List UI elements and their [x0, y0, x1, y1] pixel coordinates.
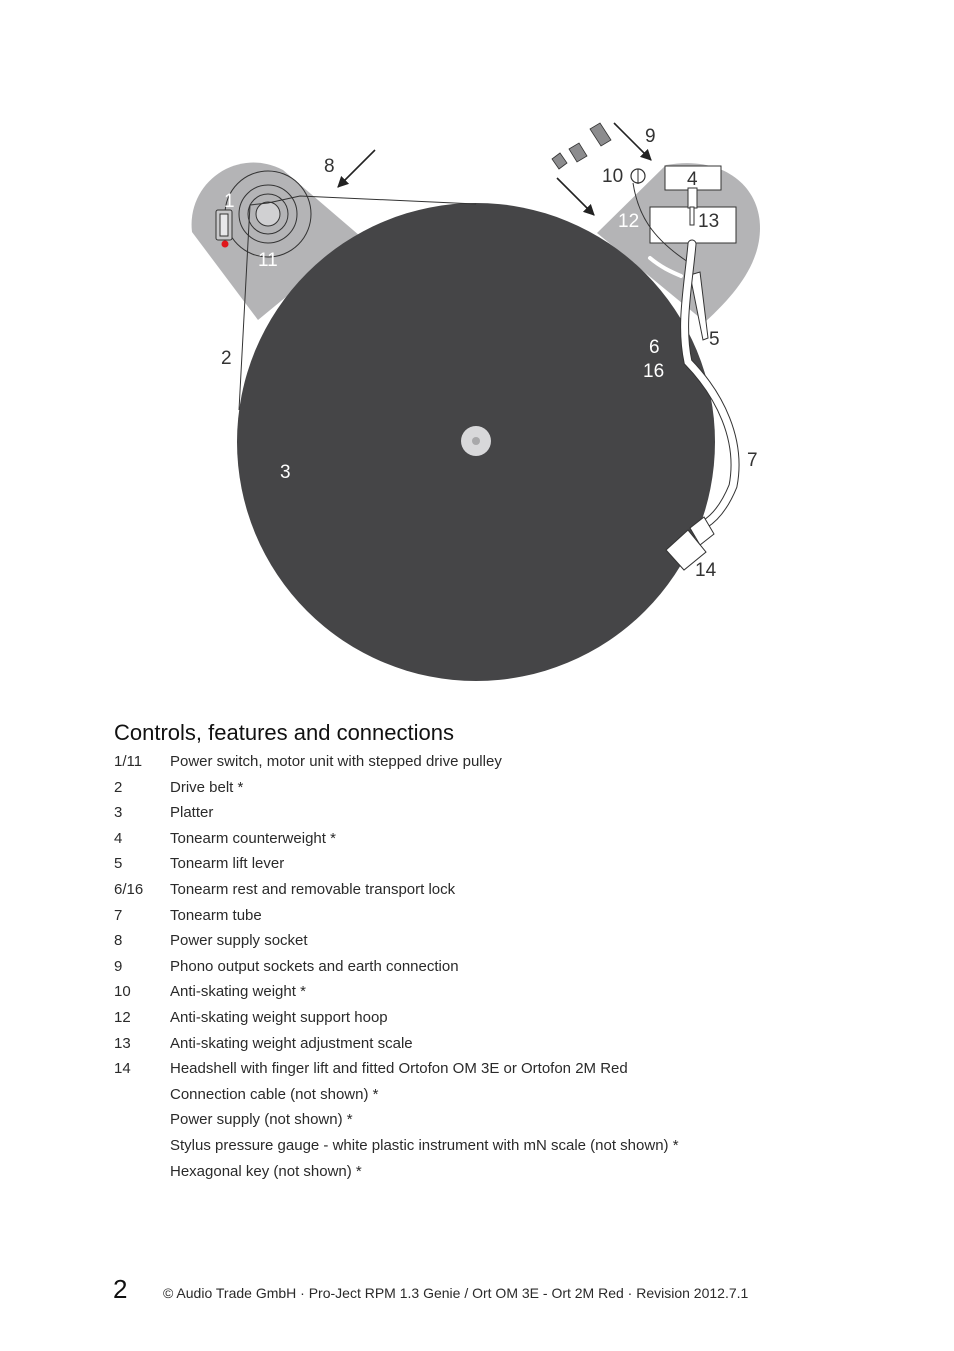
arrow-12	[556, 177, 595, 216]
callout-12: 12	[618, 211, 639, 232]
turntable-diagram: 1 11 8 2 3 9 10 4 12 13 5 6 16 7 14	[191, 122, 760, 681]
legend-text: Tonearm counterweight *	[170, 829, 336, 847]
power-led	[221, 240, 229, 248]
legend-number: 13	[114, 1034, 131, 1052]
pulley-hub	[255, 201, 281, 227]
page-number: 2	[113, 1274, 128, 1304]
legend-number	[114, 1082, 170, 1108]
spindle-center	[472, 437, 480, 445]
legend-item: 10 Anti-skating weight *	[114, 979, 679, 1005]
headshell-finger-lift	[689, 516, 715, 546]
legend-item: 5 Tonearm lift lever	[114, 851, 679, 877]
callout-9: 9	[645, 126, 656, 147]
arrow-9	[613, 122, 652, 161]
power-switch	[215, 209, 233, 248]
legend-number: 9	[114, 957, 123, 975]
counterweight-shaft	[687, 187, 698, 209]
legend-text: Hexagonal key (not shown) *	[170, 1162, 362, 1180]
legend-item: 2 Drive belt *	[114, 775, 679, 801]
legend-text: Stylus pressure gauge - white plastic in…	[170, 1136, 679, 1154]
legend-list: 1/11 Power switch, motor unit with steppe…	[114, 749, 679, 1184]
legend-text: Power supply (not shown) *	[170, 1111, 353, 1129]
legend-item: Stylus pressure gauge - white plastic in…	[114, 1133, 679, 1159]
legend-item: 9 Phono output sockets and earth connecti…	[114, 954, 679, 980]
legend-text: Drive belt *	[170, 778, 244, 796]
callout-8: 8	[324, 156, 335, 177]
legend-number: 8	[114, 932, 123, 950]
callout-6: 6	[649, 337, 660, 358]
legend-number: 5	[114, 855, 123, 873]
pulley-step	[247, 193, 289, 235]
callout-4: 4	[687, 169, 698, 190]
legend-text: Tonearm rest and removable transport loc…	[170, 880, 456, 898]
callout-13: 13	[698, 211, 719, 232]
legend-item: 4 Tonearm counterweight *	[114, 826, 679, 852]
callout-14: 14	[695, 560, 717, 581]
footer-text: © Audio Trade GmbH · Pro-Ject RPM 1.3 Ge…	[163, 1285, 749, 1301]
plug-a	[551, 152, 568, 170]
legend-number: 2	[114, 778, 123, 796]
legend-text: Tonearm lift lever	[170, 855, 285, 873]
callout-16: 16	[643, 361, 664, 382]
legend-number	[114, 1107, 170, 1133]
lift-lever	[689, 271, 709, 341]
legend-text: Headshell with finger lift and fitted Or…	[170, 1060, 628, 1078]
legend-text: Anti-skating weight support hoop	[170, 1008, 388, 1026]
headshell	[665, 529, 707, 571]
plug-b	[568, 142, 588, 163]
plug-c	[589, 122, 612, 147]
legend-text: Phono output sockets and earth connectio…	[170, 957, 459, 975]
arm-rest-hook	[648, 256, 683, 278]
legend-number: 6/16	[114, 880, 144, 898]
callout-2: 2	[221, 348, 232, 369]
motor-lobe	[191, 162, 360, 320]
legend-text: Power supply socket	[170, 932, 308, 950]
legend-number: 4	[114, 829, 123, 847]
legend-item: 3 Platter	[114, 800, 679, 826]
legend-number: 7	[114, 906, 123, 924]
legend-item: Power supply (not shown) *	[114, 1107, 679, 1133]
legend-item: 7 Tonearm tube	[114, 903, 679, 929]
legend-item: Hexagonal key (not shown) *	[114, 1159, 679, 1185]
legend-number: 10	[114, 983, 131, 1001]
arrow-8	[337, 149, 376, 188]
legend-number	[114, 1159, 170, 1185]
legend-item: 14 Headshell with finger lift and fitted …	[114, 1056, 679, 1082]
tonearm-tube	[681, 240, 739, 528]
legend-text: Platter	[170, 804, 214, 822]
callout-1: 1	[224, 191, 235, 212]
legend-item: 1/11 Power switch, motor unit with steppe…	[114, 749, 679, 775]
drive-belt	[238, 195, 477, 411]
pulley-ring	[238, 184, 298, 244]
legend-number: 14	[114, 1060, 131, 1078]
callout-3: 3	[280, 462, 291, 483]
phono-plugs	[551, 122, 612, 170]
legend-text: Anti-skating weight *	[170, 983, 306, 1001]
callout-10: 10	[602, 166, 623, 187]
callout-11: 11	[258, 250, 278, 271]
anti-skating-hoop	[632, 182, 689, 263]
callout-5: 5	[709, 329, 720, 350]
legend-number	[114, 1133, 170, 1159]
legend-text: Anti-skating weight adjustment scale	[170, 1034, 413, 1052]
callout-7: 7	[747, 450, 758, 471]
legend-item: 8 Power supply socket	[114, 928, 679, 954]
legend-item: Connection cable (not shown) *	[114, 1082, 679, 1108]
legend-number: 1/11	[114, 753, 143, 770]
scale-pin	[689, 206, 695, 226]
switch-rocker	[219, 213, 229, 237]
page-footer: 2 © Audio Trade GmbH · Pro-Ject RPM 1.3 …	[113, 1274, 748, 1305]
legend-item: 13 Anti-skating weight adjustment scale	[114, 1031, 679, 1057]
legend-number: 12	[114, 1008, 131, 1026]
legend-text: Connection cable (not shown) *	[170, 1085, 379, 1103]
legend-item: 6/16 Tonearm rest and removable transport…	[114, 877, 679, 903]
legend-text: Tonearm tube	[170, 906, 262, 924]
legend-item: 12 Anti-skating weight support hoop	[114, 1005, 679, 1031]
legend-text: Power switch, motor unit with stepped dr…	[170, 753, 502, 770]
legend-number: 3	[114, 804, 123, 822]
section-heading: Controls, features and connections	[114, 720, 454, 745]
